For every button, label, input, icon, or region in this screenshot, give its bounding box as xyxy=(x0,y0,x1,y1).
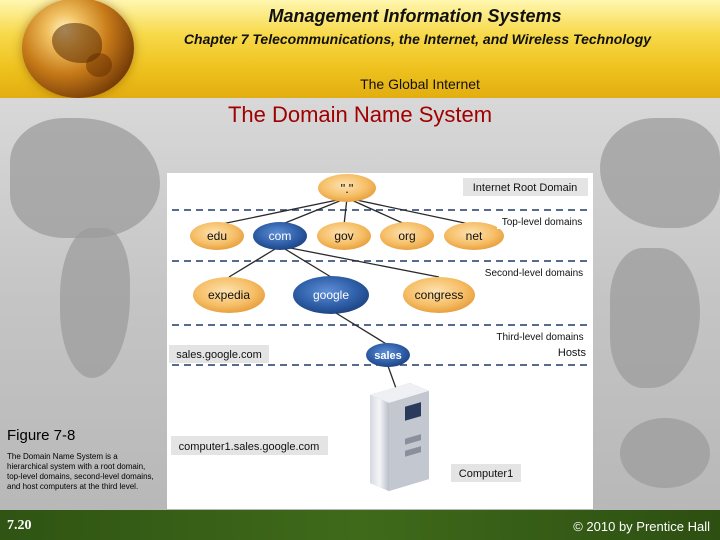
host-name-box xyxy=(171,436,328,455)
third-level-example-box xyxy=(169,345,269,363)
computer-label-box xyxy=(451,464,521,482)
sld-node-google xyxy=(293,276,369,314)
sld-level-label: Second-level domains xyxy=(485,268,583,279)
figure-caption: The Domain Name System is a hierarchical… xyxy=(7,452,154,491)
globe-continent-shape xyxy=(86,53,112,77)
dns-diagram: "." edu com gov org net expedia google c… xyxy=(167,173,593,509)
tld-label-org: org xyxy=(398,229,415,243)
chapter-title: Chapter 7 Telecommunications, the Intern… xyxy=(183,31,652,47)
third-level-node-sales xyxy=(366,343,410,367)
sld-node-expedia xyxy=(193,277,265,313)
tld-level-label-box xyxy=(497,213,588,229)
tld-node-gov xyxy=(317,222,371,250)
computer-label: Computer1 xyxy=(459,468,513,480)
map-continent xyxy=(620,418,710,488)
tld-level-label: Top-level domains xyxy=(502,217,583,228)
root-node xyxy=(318,174,376,202)
host-name-label: computer1.sales.google.com xyxy=(179,441,320,453)
section-title: The Global Internet xyxy=(360,76,480,92)
tld-node-com xyxy=(253,222,307,250)
dns-diagram-svg: "." edu com gov org net expedia google c… xyxy=(169,174,588,491)
globe-continent-shape xyxy=(52,23,102,63)
tld-node-edu xyxy=(190,222,244,250)
course-title: Management Information Systems xyxy=(268,6,562,26)
tld-node-net xyxy=(444,222,504,250)
map-continent xyxy=(60,228,130,378)
slide-number: 7.20 xyxy=(7,518,32,533)
third-level-label: Third-level domains xyxy=(496,332,583,343)
slide-title: The Domain Name System xyxy=(227,102,493,127)
sld-label-google: google xyxy=(313,288,349,302)
tld-node-org xyxy=(380,222,434,250)
copyright-notice: © 2010 by Prentice Hall xyxy=(573,519,710,534)
tld-label-net: net xyxy=(466,229,483,243)
third-level-label-sales: sales xyxy=(374,350,402,362)
tree-connectors xyxy=(216,197,475,392)
third-level-label-box xyxy=(492,328,588,344)
host-computer-icon xyxy=(370,383,429,491)
tld-label-edu: edu xyxy=(207,229,227,243)
sld-label-expedia: expedia xyxy=(208,288,250,302)
map-continent xyxy=(10,118,160,238)
root-level-label-box xyxy=(463,178,588,196)
sld-level-label-box xyxy=(480,264,588,280)
tld-label-gov: gov xyxy=(334,229,353,243)
root-level-label: Internet Root Domain xyxy=(473,182,578,194)
globe-logo xyxy=(22,0,134,98)
root-node-label: "." xyxy=(341,181,354,196)
tld-label-com: com xyxy=(269,229,292,243)
footer-band: 7.20 © 2010 by Prentice Hall xyxy=(0,510,720,540)
third-level-example-label: sales.google.com xyxy=(176,349,262,361)
figure-label: Figure 7-8 xyxy=(7,427,76,444)
header-band: Management Information Systems Chapter 7… xyxy=(0,0,720,98)
map-continent xyxy=(600,118,720,228)
hosts-level-label: Hosts xyxy=(558,347,587,359)
sld-label-congress: congress xyxy=(415,288,464,302)
map-continent xyxy=(610,248,700,388)
sld-node-congress xyxy=(403,277,475,313)
